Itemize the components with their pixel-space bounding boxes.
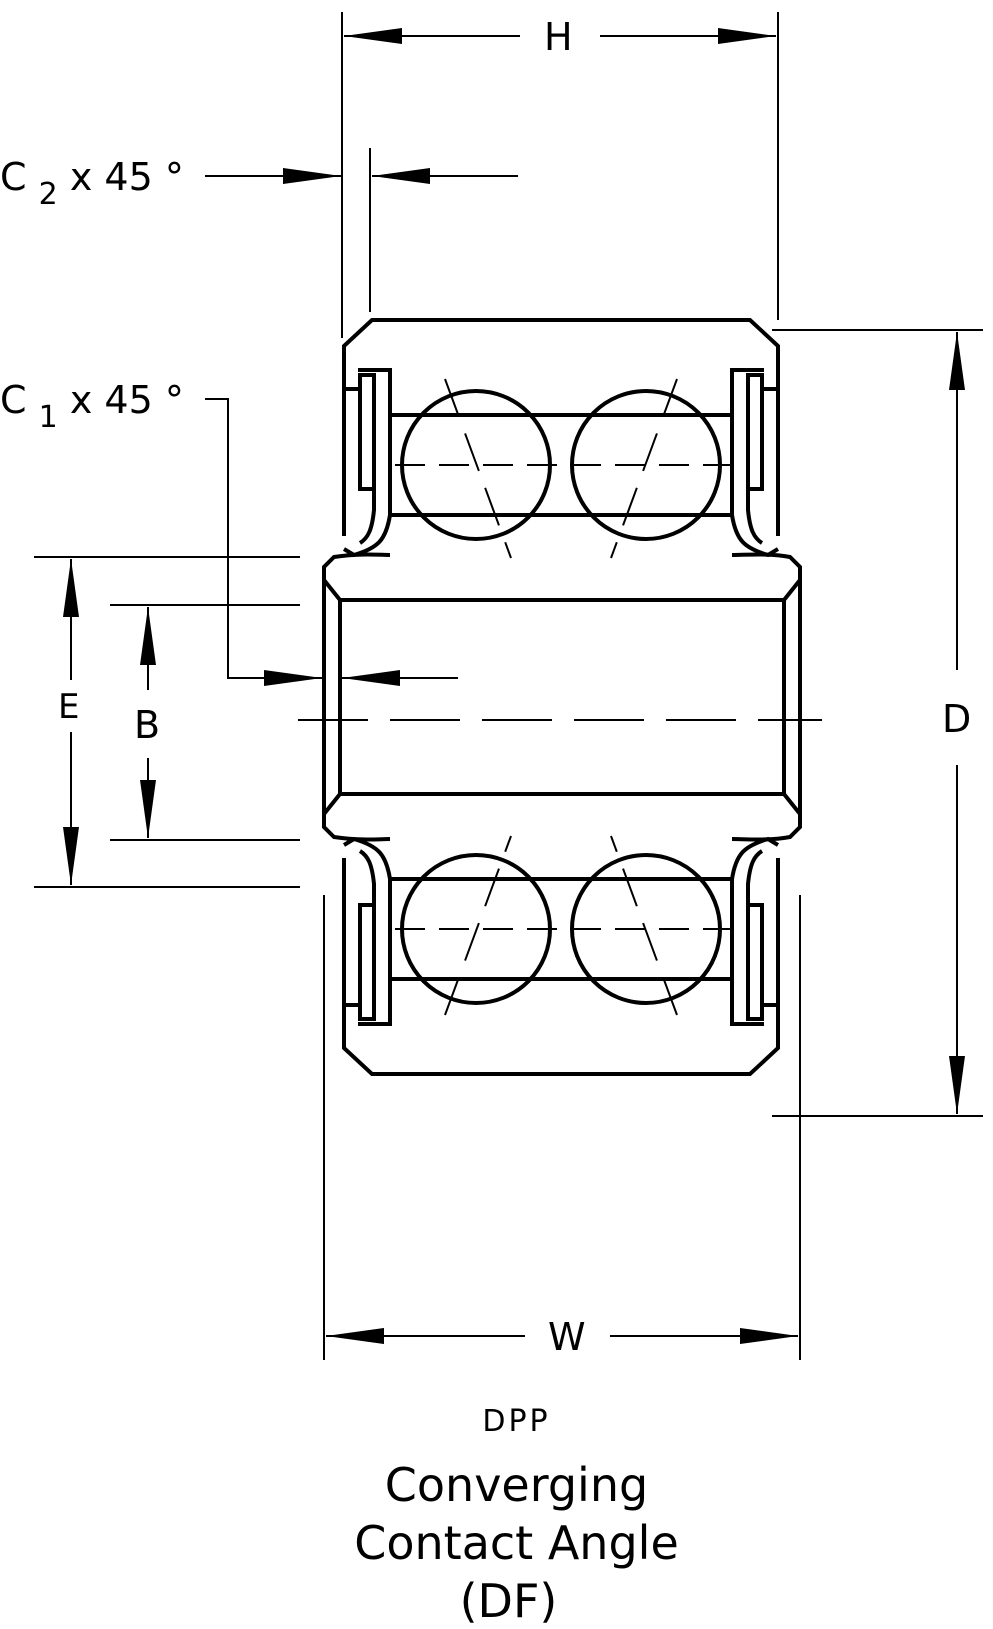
- label-c2-letter: C: [0, 155, 27, 199]
- label-c2: C 2 x 45 °: [0, 155, 184, 210]
- label-c2-sub: 2: [38, 177, 58, 212]
- dimension-h: [341, 12, 779, 338]
- bearing-bottom-half: [322, 694, 802, 1076]
- dimension-d: [772, 329, 983, 1117]
- dimension-b: [110, 604, 300, 841]
- bearing-top-half: [322, 318, 802, 700]
- label-c1-letter: C: [0, 378, 27, 422]
- label-w: W: [548, 1315, 586, 1359]
- dimension-c2: [205, 148, 518, 312]
- label-d: D: [942, 697, 972, 741]
- caption-line2: Contact Angle: [354, 1516, 679, 1570]
- dimension-e: [34, 556, 300, 888]
- label-c2-rest: x 45 °: [69, 155, 184, 199]
- label-c1-rest: x 45 °: [69, 378, 184, 422]
- caption-line1: Converging: [384, 1458, 649, 1512]
- caption-line3: (DF): [459, 1574, 558, 1628]
- label-b: B: [134, 703, 161, 747]
- caption-code: DPP: [482, 1404, 551, 1439]
- label-e: E: [58, 687, 80, 727]
- label-c1-sub: 1: [38, 400, 58, 435]
- dimension-w: [323, 895, 801, 1360]
- dimension-c1: [205, 398, 458, 686]
- label-c1: C 1 x 45 °: [0, 378, 184, 433]
- label-h: H: [544, 15, 573, 59]
